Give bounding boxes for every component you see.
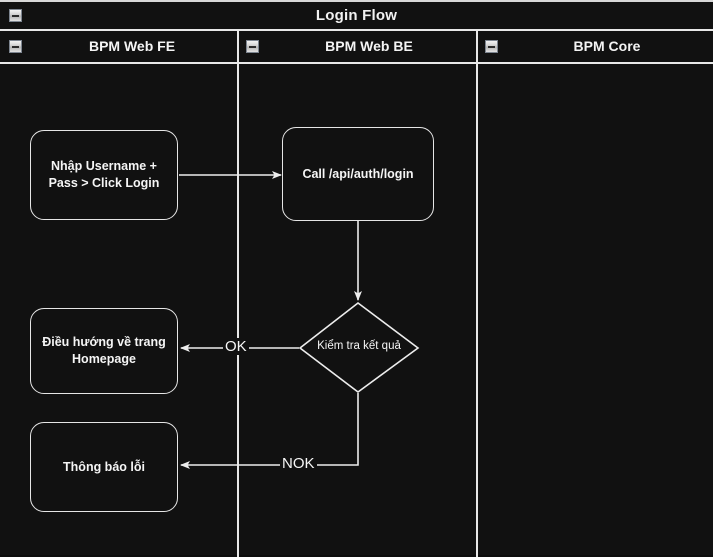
lane-collapse-icon-bpm-web-fe[interactable] <box>9 40 22 53</box>
lane-header-row <box>0 31 713 64</box>
edge-n3-to-n5-nok <box>180 393 359 469</box>
task-n5-text: Thông báo lỗi <box>63 459 145 474</box>
lane-label-bpm-web-fe: BPM Web FE <box>88 38 176 54</box>
lane-collapse-icon-bpm-core[interactable] <box>485 40 498 53</box>
task-n2-text: Call /api/auth/login <box>302 166 414 181</box>
task-n4-line2: Homepage <box>72 352 136 366</box>
pool-collapse-icon[interactable] <box>9 9 22 22</box>
lane-label-bpm-core: BPM Core <box>573 38 641 54</box>
task-nhap-username-click-login[interactable]: Nhập Username + Pass > Click Login <box>30 130 178 220</box>
task-thong-bao-loi[interactable]: Thông báo lỗi <box>30 422 178 512</box>
lane-divider-1 <box>237 31 239 557</box>
edge-label-ok: OK <box>223 338 249 355</box>
gateway-label-kiem-tra-ket-qua: Kiểm tra kết quả <box>317 340 401 352</box>
task-n1-line1: Nhập Username + <box>51 159 157 174</box>
lane-divider-2 <box>476 31 478 557</box>
task-n1-line2: Pass > Click Login <box>48 176 160 190</box>
lane-collapse-icon-bpm-web-be[interactable] <box>246 40 259 53</box>
edge-label-nok: NOK <box>280 455 317 472</box>
task-n4-line1: Điều hướng về trang <box>42 335 166 350</box>
pool-header: Login Flow <box>0 2 713 31</box>
pool-title: Login Flow <box>315 7 398 24</box>
task-call-api-auth-login[interactable]: Call /api/auth/login <box>282 127 434 221</box>
lane-label-bpm-web-be: BPM Web BE <box>325 38 413 54</box>
task-dieu-huong-ve-trang-homepage[interactable]: Điều hướng về trang Homepage <box>30 308 178 394</box>
